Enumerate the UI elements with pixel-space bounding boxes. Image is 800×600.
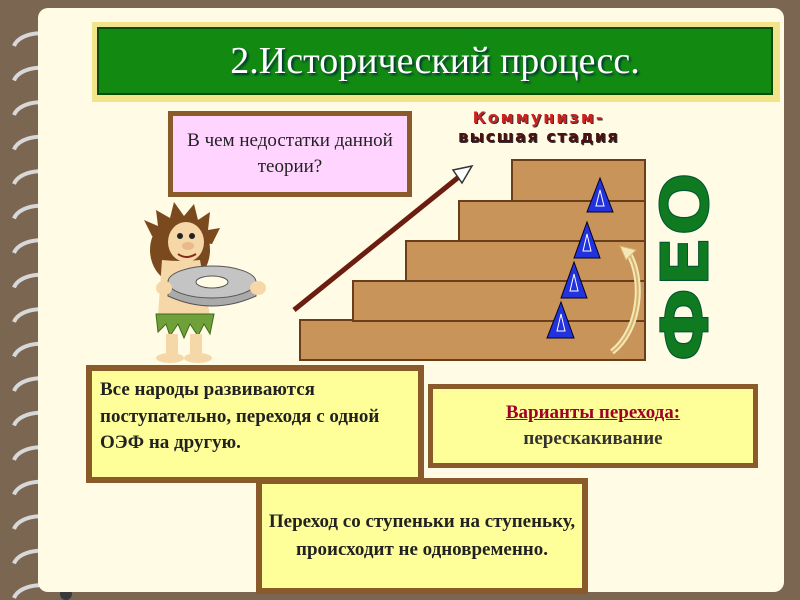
slide-title: 2.Исторический процесс.	[97, 27, 773, 95]
stair-step-5	[511, 159, 646, 202]
note-box: Переход со ступеньки на ступеньку, проис…	[256, 478, 588, 594]
variants-box: Варианты перехода: перескакивание	[428, 384, 758, 468]
feo-vertical-label: ФЕО	[652, 172, 720, 363]
note-text: Переход со ступеньки на ступеньку, проис…	[262, 484, 582, 588]
communism-label: Коммунизм- высшая стадия	[458, 108, 619, 146]
stair-steps	[299, 159, 646, 361]
statement-text: Все народы развиваются поступательно, пе…	[92, 371, 418, 477]
question-text: В чем недостатки данной теории?	[173, 116, 407, 192]
stair-step-3	[405, 240, 646, 282]
caveman-illustration	[144, 202, 266, 363]
stair-step-1	[299, 319, 646, 361]
progress-arrow-icon	[292, 164, 474, 312]
staircase-diagram	[292, 159, 646, 361]
stair-step-4	[458, 200, 646, 242]
triangle-marker-icon	[573, 220, 601, 259]
variants-text: перескакивание	[523, 428, 663, 449]
variants-content: Варианты перехода: перескакивание	[433, 389, 753, 463]
communism-line-1: Коммунизм-	[472, 108, 605, 127]
variants-heading: Варианты перехода:	[505, 402, 681, 424]
communism-line-2: высшая стадия	[458, 127, 620, 146]
triangle-marker-icon	[546, 300, 575, 339]
triangle-marker-icon	[560, 260, 588, 299]
statement-box: Все народы развиваются поступательно, пе…	[86, 365, 424, 483]
question-box: В чем недостатки данной теории?	[168, 111, 412, 197]
feo-text: ФЕО	[652, 172, 720, 362]
curved-arrow-icon	[610, 245, 641, 355]
stair-step-2	[352, 280, 646, 322]
triangle-markers	[546, 176, 614, 339]
triangle-marker-icon	[586, 176, 614, 213]
